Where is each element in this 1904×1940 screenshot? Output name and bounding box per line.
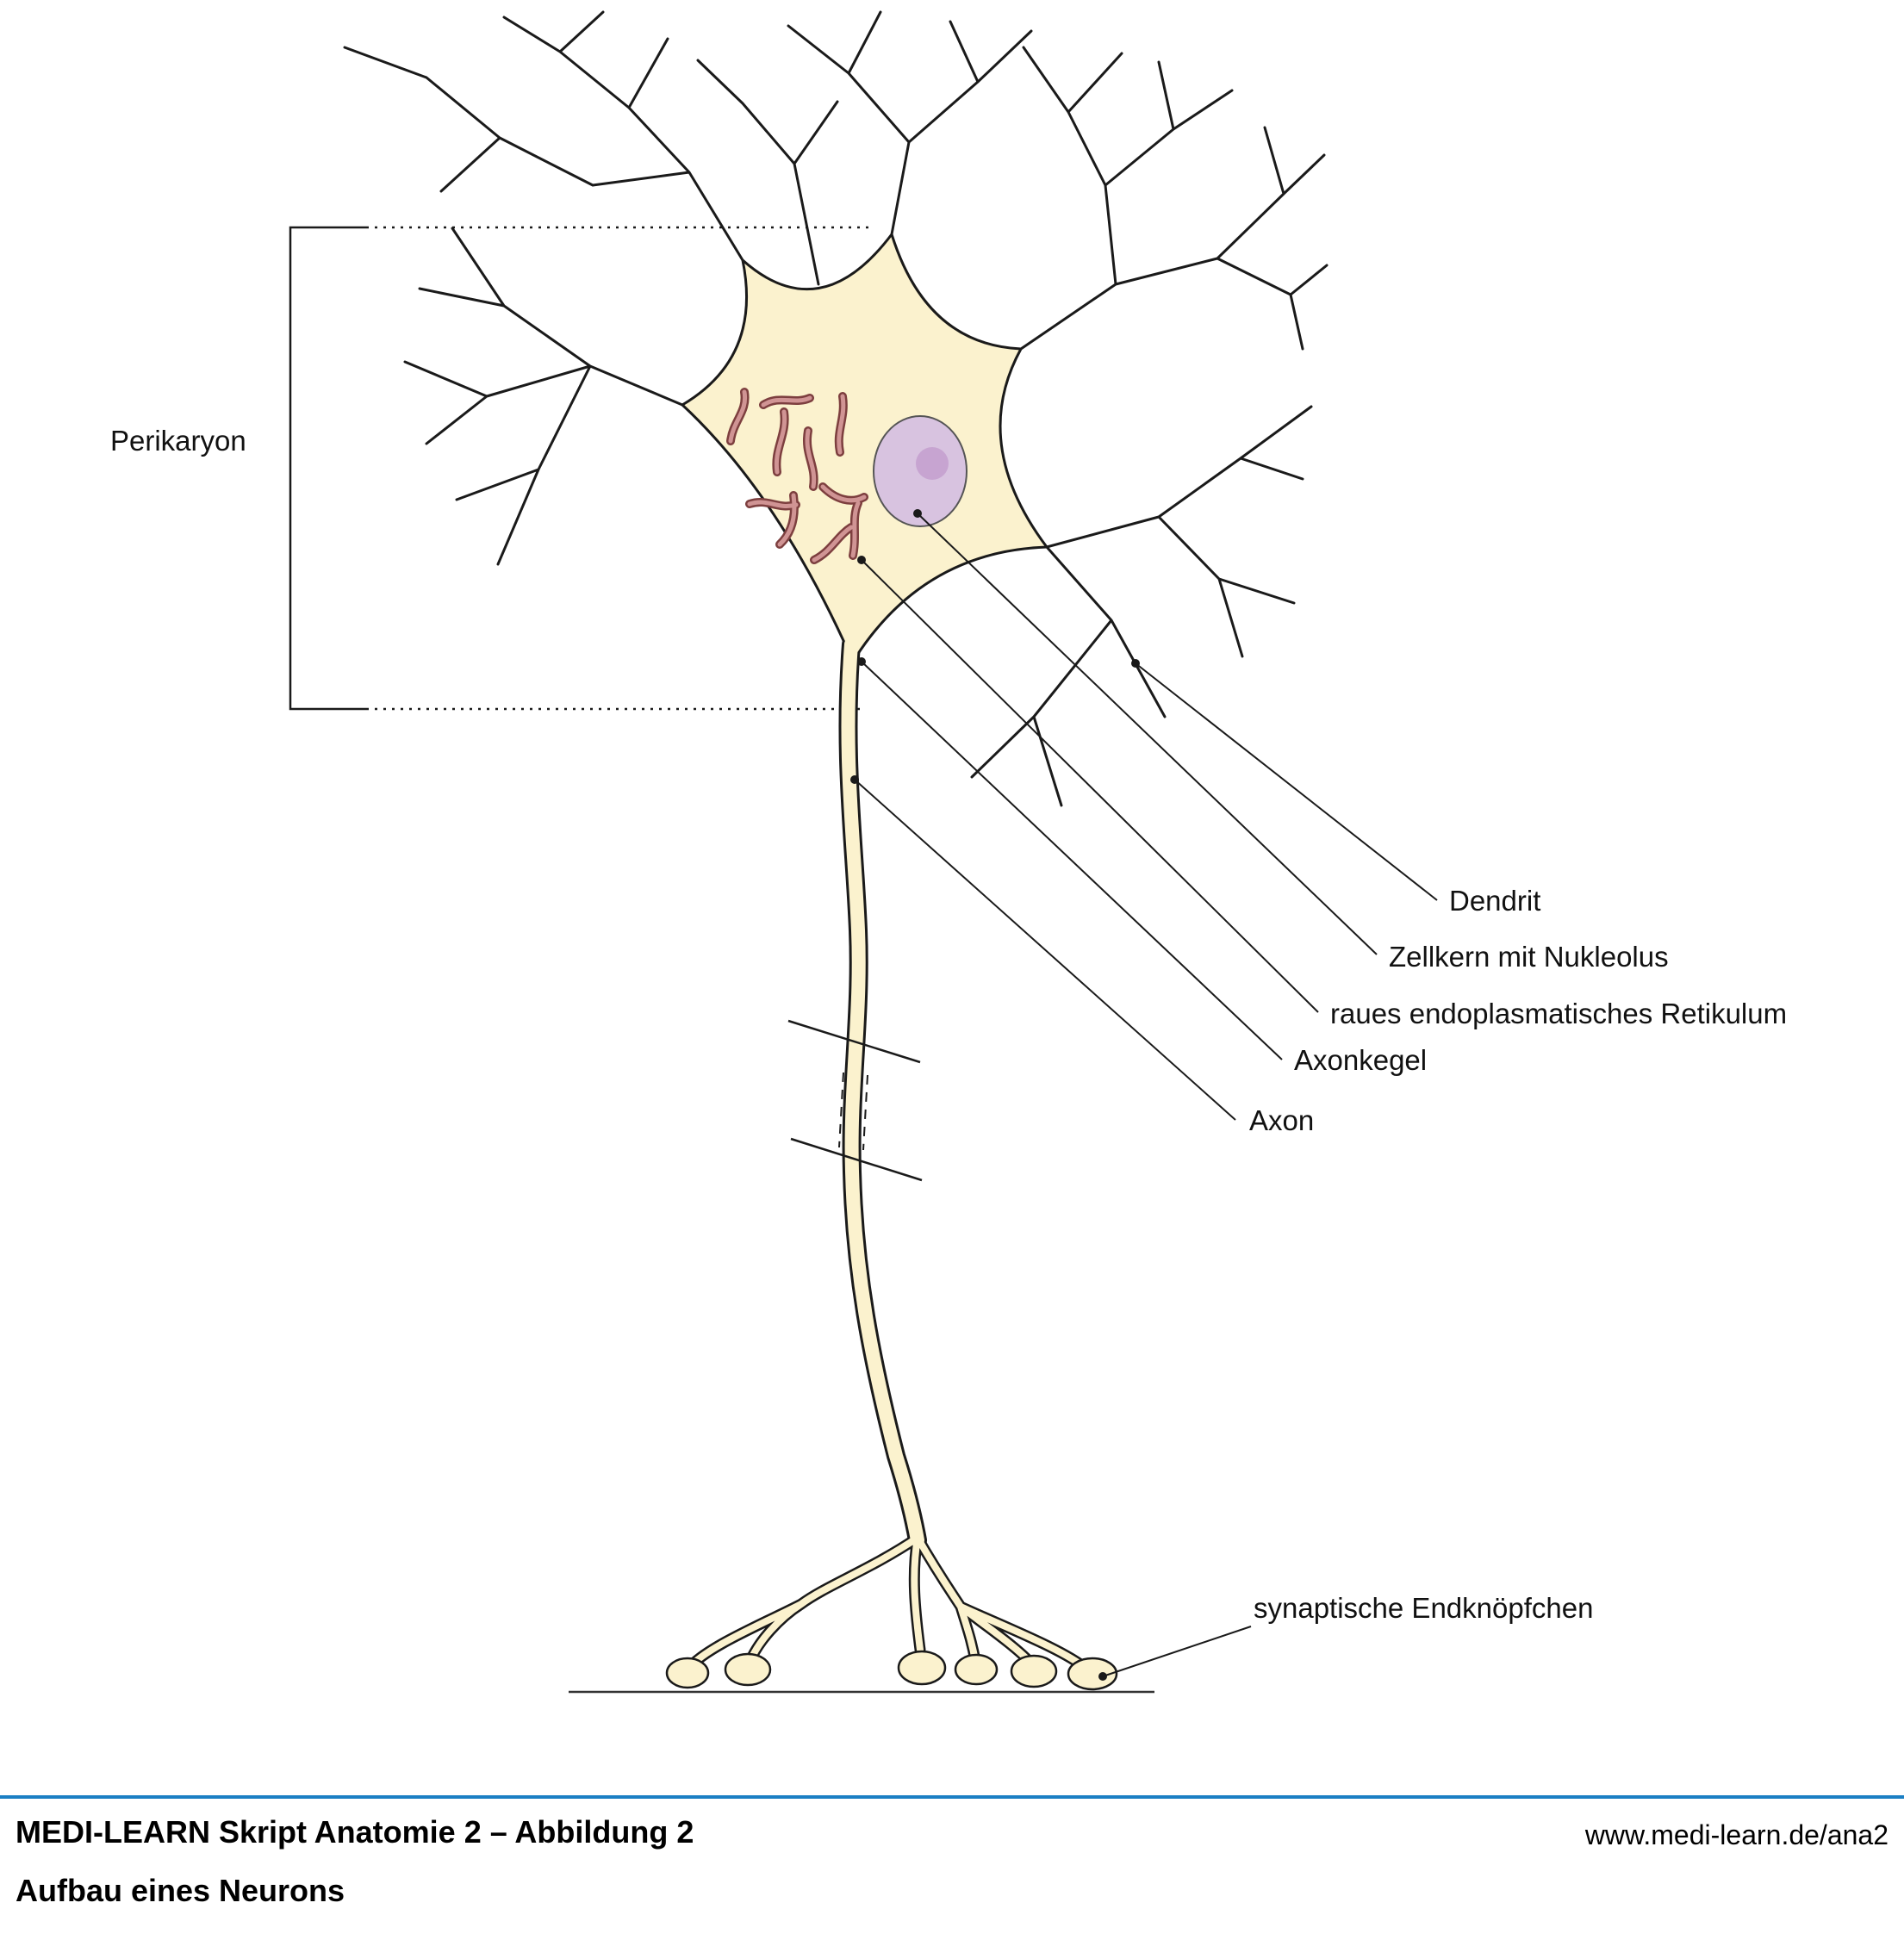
label-axonkegel: Axonkegel — [1294, 1044, 1427, 1076]
soma-shape — [681, 233, 1048, 663]
bouton — [665, 1657, 710, 1689]
dendrite-tree-top-left — [343, 10, 744, 262]
dendrite-tree-top — [787, 10, 1033, 236]
label-perikaryon: Perikaryon — [110, 425, 246, 457]
axon-outline — [683, 635, 1093, 1676]
rough-er — [726, 388, 868, 564]
dendrites — [343, 10, 1328, 807]
footer-divider — [0, 1795, 1904, 1799]
figure-title: MEDI-LEARN Skript Anatomie 2 – Abbildung… — [16, 1814, 694, 1850]
perikaryon-bracket — [289, 226, 872, 711]
synaptic-boutons — [665, 1650, 1118, 1691]
label-axon: Axon — [1249, 1104, 1314, 1136]
rough-er-fill — [728, 389, 867, 563]
label-dendrit: Dendrit — [1449, 885, 1540, 917]
leader-lines — [850, 509, 1438, 1681]
leader-axon — [850, 775, 1236, 1121]
figure-url: www.medi-learn.de/ana2 — [1584, 1819, 1888, 1850]
label-raues-er: raues endoplasmatisches Retikulum — [1330, 998, 1787, 1029]
axon-branches-fill — [686, 1534, 1091, 1673]
cut-line-lower — [790, 1137, 923, 1182]
dendrite-tree-top-mid — [696, 59, 839, 286]
dendrite-tree-left — [403, 227, 684, 566]
cut-line-upper — [787, 1019, 921, 1064]
dendrite-tree-upper-right — [1019, 46, 1328, 351]
bouton — [1010, 1654, 1058, 1688]
nucleolus — [916, 447, 949, 480]
label-zellkern: Zellkern mit Nukleolus — [1389, 941, 1669, 973]
leader-dendrit — [1131, 659, 1438, 901]
bracket-line — [289, 226, 366, 711]
dendrite-tree-right — [970, 405, 1313, 807]
label-endknoepfchen: synaptische Endknöpfchen — [1254, 1592, 1593, 1624]
leader-endknoepfchen — [1098, 1626, 1252, 1681]
bouton — [897, 1650, 947, 1686]
figure-subtitle: Aufbau eines Neurons — [16, 1873, 345, 1908]
bouton — [1067, 1657, 1118, 1691]
leader-zellkern — [913, 509, 1378, 955]
bouton — [954, 1653, 999, 1686]
axon-cut-marks — [787, 1019, 923, 1182]
cut-dash-left — [838, 1072, 844, 1148]
axon-tube-fill — [841, 637, 924, 1547]
cut-dash-right — [862, 1074, 868, 1151]
bouton — [724, 1652, 772, 1687]
axon-fill — [686, 637, 1091, 1673]
leader-raues-er — [857, 556, 1319, 1013]
nucleus-group — [873, 415, 968, 527]
leader-axonkegel — [857, 657, 1283, 1060]
